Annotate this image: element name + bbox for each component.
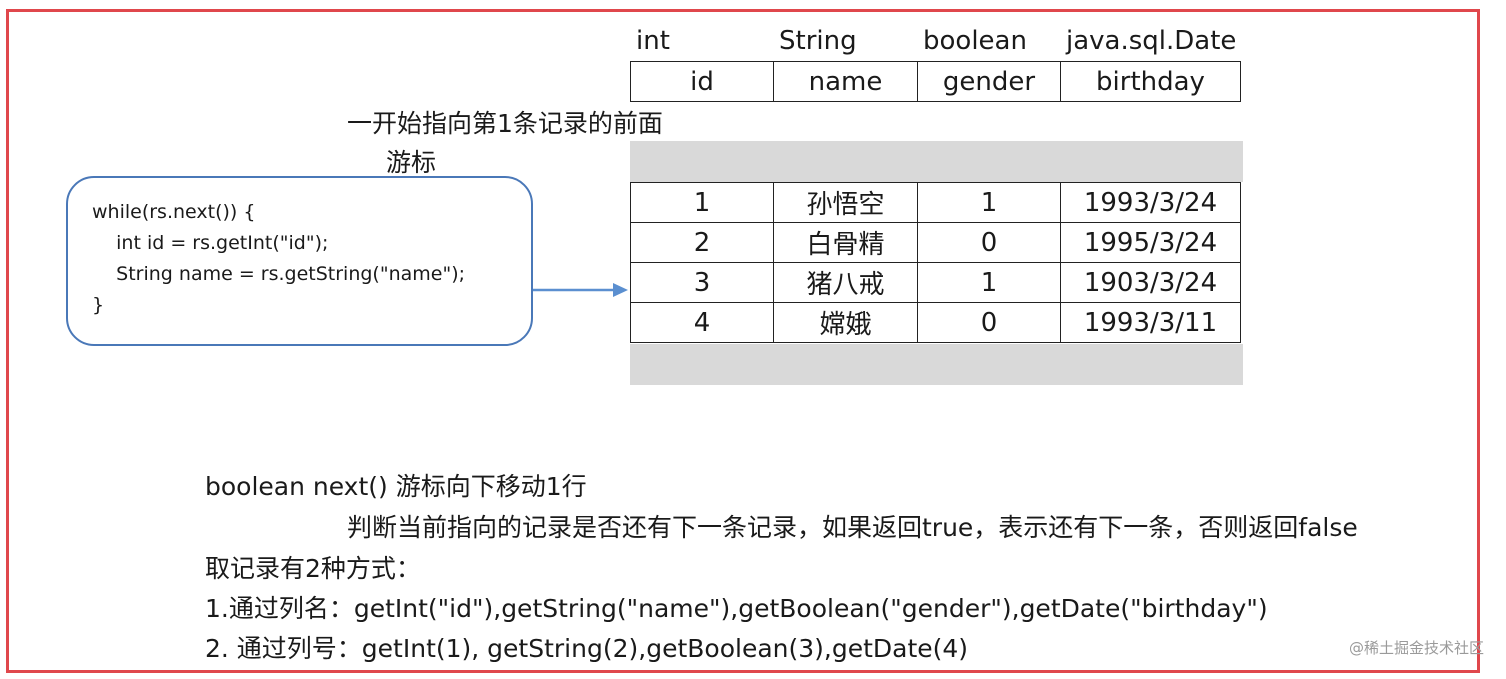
retrieval-by-column-index: 2. 通过列号：getInt(1), getString(2),getBoole… [205,634,969,663]
type-label-id: int [636,26,670,56]
cell-gender: 1 [917,182,1061,223]
table-row: 3 猪八戒 1 1903/3/24 [630,262,1241,303]
code-snippet: while(rs.next()) { int id = rs.getInt("i… [92,197,465,321]
code-line: int id = rs.getInt("id"); [92,232,329,254]
code-box [66,176,533,346]
column-header-table: id name gender birthday [630,61,1241,102]
cell-name: 白骨精 [773,222,918,263]
retrieval-ways-heading: 取记录有2种方式： [205,554,421,583]
table-row: 2 白骨精 0 1995/3/24 [630,222,1241,263]
cursor-start-note: 一开始指向第1条记录的前面 [347,109,663,138]
table-row: 4 嫦娥 0 1993/3/11 [630,302,1241,343]
result-set-table: 1 孙悟空 1 1993/3/24 2 白骨精 0 1995/3/24 3 猪八… [630,182,1241,343]
cell-gender: 0 [917,302,1061,343]
cell-birthday: 1903/3/24 [1060,262,1241,303]
outer-frame [6,9,1480,673]
header-cell-id: id [630,61,774,102]
cell-id: 4 [630,302,774,343]
cell-birthday: 1993/3/24 [1060,182,1241,223]
cell-birthday: 1993/3/11 [1060,302,1241,343]
cell-birthday: 1995/3/24 [1060,222,1241,263]
arrow-icon [533,283,628,297]
type-label-name: String [779,26,857,56]
cell-name: 孙悟空 [773,182,918,223]
next-method-detail: 判断当前指向的记录是否还有下一条记录，如果返回true，表示还有下一条，否则返回… [347,513,1358,542]
cell-id: 1 [630,182,774,223]
type-label-gender: boolean [923,26,1027,56]
cell-gender: 1 [917,262,1061,303]
table-row: 1 孙悟空 1 1993/3/24 [630,182,1241,223]
after-last-band [630,344,1243,385]
type-label-birthday: java.sql.Date [1066,26,1237,56]
cursor-label: 游标 [386,148,437,177]
header-cell-name: name [773,61,918,102]
cell-gender: 0 [917,222,1061,263]
next-method-description: boolean next() 游标向下移动1行 [205,472,587,501]
code-line: while(rs.next()) { [92,201,256,223]
header-cell-birthday: birthday [1060,61,1241,102]
cell-name: 猪八戒 [773,262,918,303]
cell-id: 3 [630,262,774,303]
header-cell-gender: gender [917,61,1061,102]
cell-name: 嫦娥 [773,302,918,343]
watermark: @稀土掘金技术社区 [1348,639,1484,657]
header-row: id name gender birthday [630,61,1241,102]
code-line: String name = rs.getString("name"); [92,263,466,285]
retrieval-by-column-name: 1.通过列名：getInt("id"),getString("name"),ge… [205,594,1268,623]
code-line: } [92,294,105,316]
before-first-band [630,141,1243,182]
cell-id: 2 [630,222,774,263]
